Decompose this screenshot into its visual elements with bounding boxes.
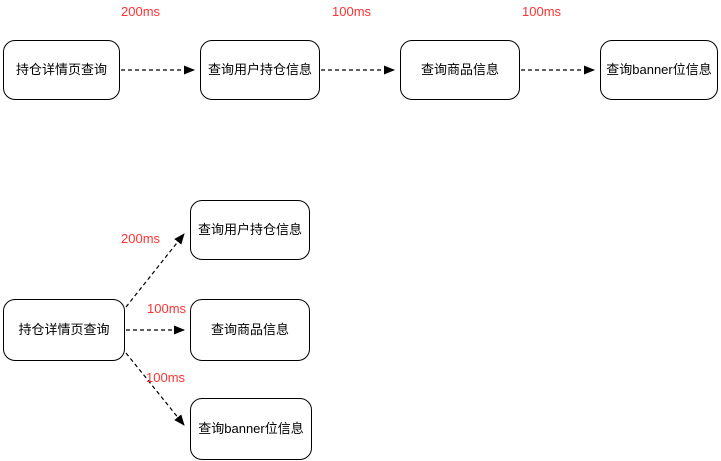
node-user-position-info-bottom: 查询用户持仓信息 [190,200,310,260]
node-label: 查询banner位信息 [606,62,712,78]
edge-latency-label: 200ms [121,231,161,246]
edge-latency-label: 100ms [332,4,372,19]
edge-latency-label: 100ms [147,301,187,316]
edge-fanout-3 [125,352,185,426]
edge-latency-label: 100ms [522,4,562,19]
node-label: 持仓详情页查询 [18,322,110,338]
node-label: 查询商品信息 [210,322,289,338]
node-label: 查询用户持仓信息 [207,62,312,78]
node-label: 查询商品信息 [420,62,499,78]
edge-latency-label: 200ms [121,4,161,19]
node-product-info-top: 查询商品信息 [400,40,520,100]
node-label: 查询用户持仓信息 [197,222,302,238]
node-banner-info-top: 查询banner位信息 [600,40,718,100]
node-position-detail-query-top: 持仓详情页查询 [3,40,120,100]
node-product-info-bottom: 查询商品信息 [190,299,310,361]
edge-fanout-1 [125,233,185,308]
node-label: 查询banner位信息 [198,421,304,437]
edge-latency-label: 100ms [146,370,186,385]
node-user-position-info-top: 查询用户持仓信息 [200,40,320,100]
node-banner-info-bottom: 查询banner位信息 [190,398,312,460]
node-label: 持仓详情页查询 [15,62,107,78]
node-position-detail-query-bottom: 持仓详情页查询 [3,299,125,361]
